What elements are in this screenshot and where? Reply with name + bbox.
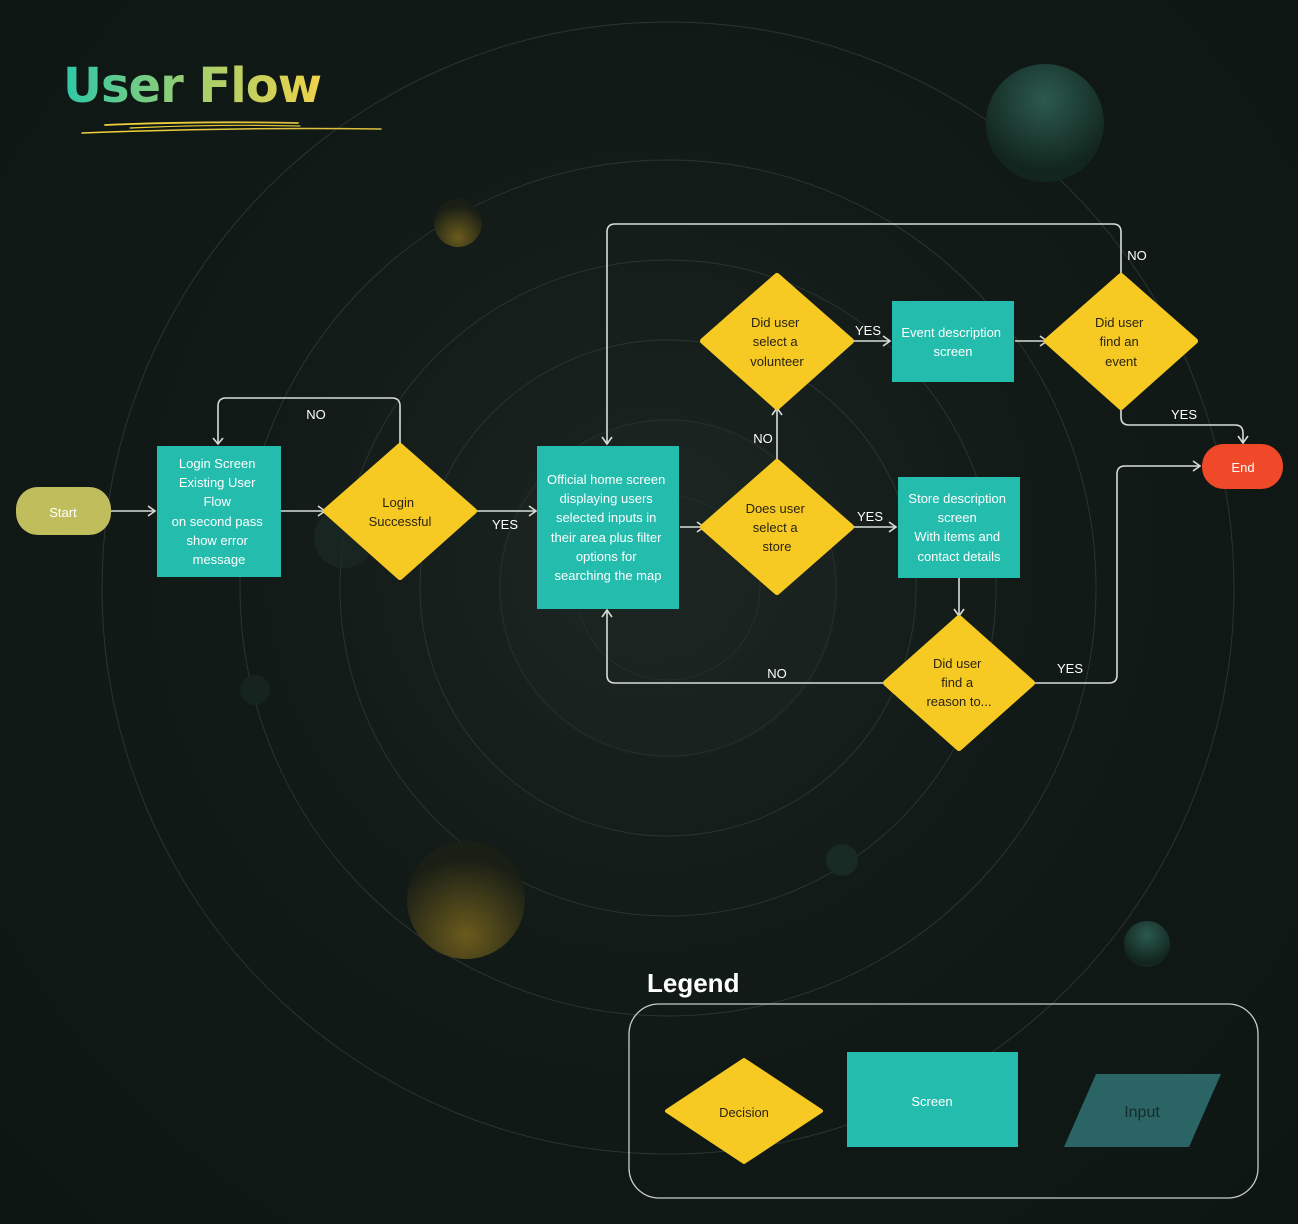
login-screen-line: Flow: [203, 494, 231, 509]
login-screen-label: Login Screen Existing User Flow on secon…: [172, 456, 267, 567]
decision-line: Login: [382, 495, 414, 510]
arrowhead: [1237, 435, 1249, 445]
edge-reason-no: [606, 611, 886, 684]
arrowhead: [1192, 460, 1202, 472]
find-reason-label: Did user find a reason to...: [926, 656, 991, 709]
edge-event-no: [606, 223, 1122, 443]
start-label: Start: [49, 505, 77, 520]
decision-line: Did user: [1095, 315, 1144, 330]
end-label: End: [1231, 460, 1254, 475]
store-description-label: Store description screen With items and …: [908, 491, 1009, 564]
login-screen-line: Existing User: [179, 475, 256, 490]
edge-label-event-no: NO: [1127, 248, 1147, 263]
edge-label-store-no: NO: [753, 431, 773, 446]
title-underline: [81, 121, 382, 134]
arrowhead: [601, 608, 613, 618]
edge-reason-yes: [1032, 465, 1199, 684]
arrowhead: [147, 505, 157, 517]
edge-label-login-yes: YES: [492, 517, 518, 532]
arrowhead: [888, 521, 898, 533]
home-screen-node[interactable]: Official home screen displaying users se…: [537, 446, 679, 609]
home-screen-line: displaying users: [560, 491, 654, 506]
login-successful-label: Login Successful: [369, 495, 432, 529]
login-screen-line: show error: [186, 533, 248, 548]
home-screen-line: their area plus filter: [551, 530, 662, 545]
find-reason-decision[interactable]: Did user find a reason to...: [883, 615, 1035, 751]
event-description-line: screen: [933, 344, 972, 359]
login-screen-line: on second pass: [172, 514, 264, 529]
select-store-decision[interactable]: Does user select a store: [700, 459, 854, 595]
legend-title: Legend: [647, 968, 740, 998]
event-description-line: Event description: [901, 325, 1001, 340]
decision-line: store: [763, 539, 792, 554]
decision-line: select a: [753, 520, 799, 535]
select-volunteer-label: Did user select a volunteer: [750, 315, 804, 369]
edge-login-no: [217, 397, 401, 446]
page-title: User Flow: [63, 58, 322, 114]
decision-line: Successful: [369, 514, 432, 529]
select-store-label: Does user select a store: [746, 501, 809, 554]
event-description-label: Event description screen: [901, 325, 1004, 359]
decision-line: select a: [753, 334, 799, 349]
edge-event-yes: [1120, 407, 1244, 442]
background-planets: [240, 64, 1170, 967]
store-description-line: Store description: [908, 491, 1006, 506]
edge-label-store-yes: YES: [857, 509, 883, 524]
login-screen-node[interactable]: Login Screen Existing User Flow on secon…: [157, 446, 281, 577]
event-description-node[interactable]: Event description screen: [892, 301, 1014, 382]
find-event-label: Did user find an event: [1095, 315, 1147, 369]
decision-line: Did user: [751, 315, 800, 330]
edge-label-event-yes: YES: [1171, 407, 1197, 422]
store-description-node[interactable]: Store description screen With items and …: [898, 477, 1020, 578]
end-node[interactable]: End: [1202, 444, 1283, 489]
legend-decision-label: Decision: [719, 1105, 769, 1120]
legend-input: Input: [1064, 1074, 1221, 1147]
legend-screen-label: Screen: [911, 1094, 952, 1109]
decision-line: reason to...: [926, 694, 991, 709]
legend-decision: Decision: [665, 1058, 823, 1164]
edge-label-reason-yes: YES: [1057, 661, 1083, 676]
decision-line: Does user: [746, 501, 806, 516]
legend-frame: [628, 1003, 1259, 1199]
edge-label-reason-no: NO: [767, 666, 787, 681]
edge-label-login-no: NO: [306, 407, 326, 422]
background-orbits: [101, 21, 1235, 1155]
decision-line: volunteer: [750, 354, 804, 369]
login-screen-line: message: [193, 552, 246, 567]
edge-labels: NO YES NO YES YES NO YES NO YES: [306, 248, 1197, 681]
edge-label-volunteer-yes: YES: [855, 323, 881, 338]
store-description-line: screen: [938, 510, 977, 525]
store-description-line: With items and: [914, 529, 1000, 544]
arrowhead: [601, 436, 613, 446]
login-screen-line: Login Screen: [179, 456, 256, 471]
home-screen-label: Official home screen displaying users se…: [547, 472, 669, 583]
decision-line: event: [1105, 354, 1137, 369]
flow-edges: [111, 223, 1249, 684]
legend-input-label: Input: [1124, 1104, 1160, 1121]
arrowhead: [528, 505, 538, 517]
legend: Decision Screen Input: [628, 1003, 1259, 1199]
store-description-line: contact details: [917, 549, 1001, 564]
arrowhead: [212, 437, 224, 446]
decision-line: find an: [1100, 334, 1139, 349]
home-screen-line: options for: [576, 549, 637, 564]
home-screen-line: selected inputs in: [556, 510, 656, 525]
decision-line: find a: [941, 675, 974, 690]
legend-screen: Screen: [847, 1052, 1018, 1147]
start-node[interactable]: Start: [16, 487, 111, 535]
find-event-decision[interactable]: Did user find an event: [1044, 273, 1198, 410]
arrowhead: [882, 335, 892, 347]
home-screen-line: searching the map: [555, 568, 662, 583]
home-screen-line: Official home screen: [547, 472, 665, 487]
select-volunteer-decision[interactable]: Did user select a volunteer: [700, 273, 854, 410]
decision-line: Did user: [933, 656, 982, 671]
login-successful-decision[interactable]: Login Successful: [323, 443, 477, 580]
